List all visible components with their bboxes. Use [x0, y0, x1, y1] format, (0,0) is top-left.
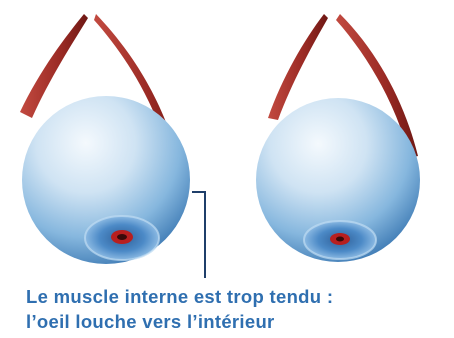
caption-line-2: l’oeil louche vers l’intérieur — [26, 309, 451, 334]
left-eye-group — [20, 14, 190, 264]
right-eye-pupil-core — [336, 237, 344, 242]
caption-line-1: Le muscle interne est trop tendu : — [26, 284, 451, 309]
right-eye-group — [256, 14, 420, 262]
left-eye-pupil-core — [117, 234, 127, 240]
pointer-line — [192, 192, 205, 278]
caption: Le muscle interne est trop tendu : l’oei… — [26, 284, 451, 334]
